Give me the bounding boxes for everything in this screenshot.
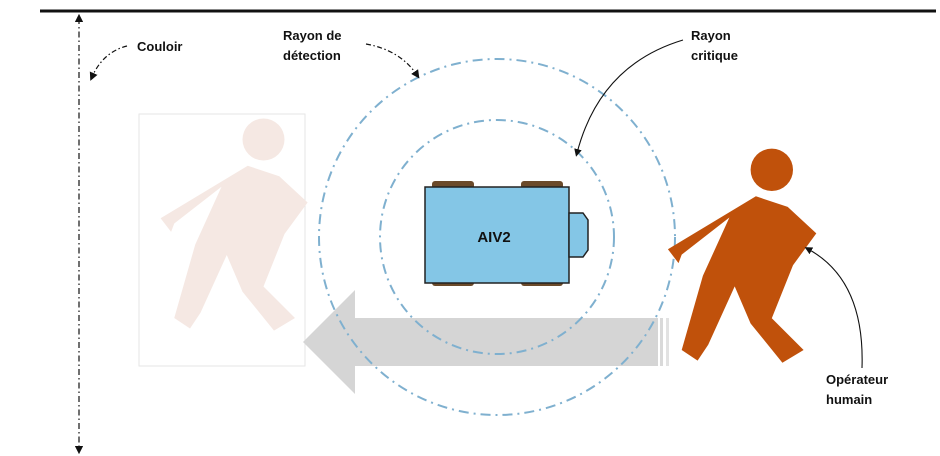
robot-body <box>424 186 570 284</box>
critical-leader-arrow <box>574 39 684 157</box>
corridor-label: Couloir <box>137 39 183 54</box>
robot-aiv2: AIV2 <box>424 181 589 286</box>
operator-label-line2: humain <box>826 392 872 407</box>
detection-radius-label-line2: détection <box>283 48 341 63</box>
operator-icon <box>667 148 817 363</box>
motion-arrow <box>303 290 658 394</box>
motion-arrow-tail-stripe <box>660 318 663 366</box>
critical-radius-label-line2: critique <box>691 48 738 63</box>
corridor-leader-arrow <box>89 45 128 81</box>
operator-label-line1: Opérateur <box>826 372 888 387</box>
detection-radius-circle <box>318 58 676 416</box>
robot-front-bumper <box>568 212 589 258</box>
motion-arrow-tail-stripe <box>666 318 669 366</box>
detection-leader-arrow <box>365 43 420 79</box>
operator-leader-arrow <box>804 247 863 369</box>
detection-radius-label-line1: Rayon de <box>283 28 342 43</box>
critical-radius-label-line1: Rayon <box>691 28 731 43</box>
critical-radius-circle <box>379 119 615 355</box>
robot-label: AIV2 <box>477 229 510 246</box>
